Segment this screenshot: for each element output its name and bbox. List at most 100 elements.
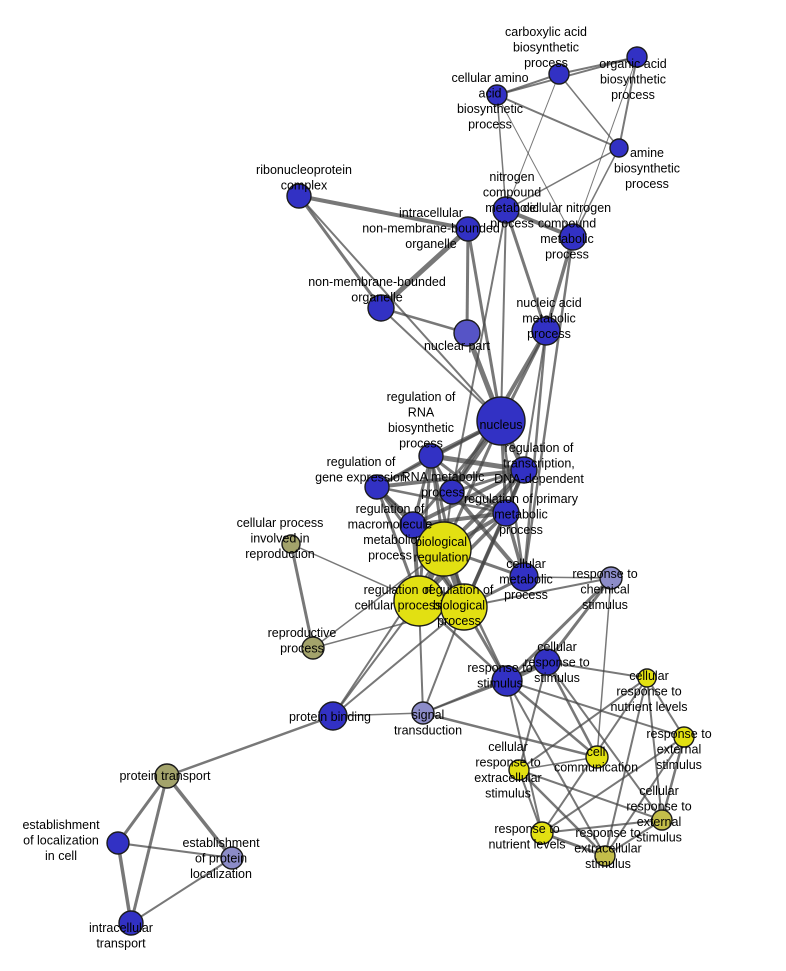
- node-org[interactable]: [626, 46, 648, 68]
- node-pbind[interactable]: [318, 701, 348, 731]
- node-reggene[interactable]: [364, 474, 390, 500]
- edge-rstim-rnl: [506, 680, 543, 834]
- node-regbio[interactable]: [440, 583, 488, 631]
- edge-amine-nitro: [505, 147, 620, 211]
- edge-crexc-ccomm: [518, 756, 598, 771]
- edge-elc-epl: [117, 842, 233, 859]
- edge-pbind-ptrans: [166, 714, 334, 778]
- node-ptrans[interactable]: [154, 763, 180, 789]
- node-crnl[interactable]: [637, 668, 657, 688]
- edge-regrna-regtx: [430, 453, 525, 473]
- edge-org-amine: [618, 56, 638, 149]
- node-rnp[interactable]: [286, 183, 312, 209]
- edge-elc-itrans: [116, 842, 133, 924]
- node-cnitro[interactable]: [559, 223, 587, 251]
- edge-respchem-regbio: [463, 577, 612, 608]
- node-nacid[interactable]: [531, 316, 561, 346]
- node-regtx[interactable]: [510, 456, 538, 484]
- node-amine[interactable]: [609, 138, 629, 158]
- node-regrna[interactable]: [418, 443, 444, 469]
- edge-crnl-crexc: [518, 677, 648, 771]
- node-elc[interactable]: [106, 831, 130, 855]
- node-npart[interactable]: [453, 319, 481, 347]
- node-nitro[interactable]: [492, 196, 520, 224]
- edge-sigtr-ccomm: [422, 711, 598, 759]
- edge-ptrans-itrans: [129, 775, 169, 924]
- node-ccomm[interactable]: [585, 745, 609, 769]
- node-cpir[interactable]: [281, 534, 301, 554]
- edge-nmb-nucleus: [380, 307, 502, 422]
- edge-crstim-sigtr: [422, 661, 548, 714]
- edge-crexc-rexc: [518, 769, 606, 857]
- node-rstim[interactable]: [491, 665, 523, 697]
- node-repro[interactable]: [301, 636, 325, 660]
- edge-amino-nitro: [496, 94, 507, 211]
- edge-rnamet-cellmet: [450, 490, 526, 579]
- node-amino[interactable]: [486, 84, 508, 106]
- node-regmacro[interactable]: [399, 511, 427, 539]
- edge-rext-crext: [660, 736, 686, 821]
- node-nmb[interactable]: [367, 294, 395, 322]
- node-rexc[interactable]: [594, 845, 616, 867]
- edge-amino-cnitro: [496, 94, 574, 238]
- edge-rext-rexc: [604, 736, 685, 857]
- edge-inmb-npart: [465, 228, 470, 334]
- node-label-npart: nuclear part: [424, 339, 491, 353]
- node-rnl[interactable]: [530, 821, 554, 845]
- node-respchem[interactable]: [599, 566, 623, 590]
- edge-rnp-nucleus: [298, 195, 502, 422]
- node-cellmet[interactable]: [509, 562, 539, 592]
- node-crstim[interactable]: [533, 648, 561, 676]
- node-inmb[interactable]: [455, 216, 481, 242]
- edge-amine-cnitro: [572, 147, 620, 238]
- edge-nitro-nacid: [504, 209, 548, 332]
- node-rext[interactable]: [673, 726, 695, 748]
- node-regprim[interactable]: [492, 499, 520, 527]
- node-sigtr[interactable]: [411, 701, 435, 725]
- edge-respchem-rstim: [505, 576, 613, 683]
- edge-nitro-nucleus: [500, 209, 507, 422]
- node-carb[interactable]: [548, 63, 570, 85]
- node-itrans[interactable]: [118, 910, 144, 936]
- node-nucleus[interactable]: [476, 396, 526, 446]
- edge-regtx-reggene: [376, 468, 525, 489]
- node-bioreg[interactable]: [416, 521, 472, 577]
- edge-nmb-npart: [380, 306, 468, 335]
- node-rnamet[interactable]: [439, 479, 465, 505]
- node-crext[interactable]: [651, 809, 673, 831]
- node-crexc[interactable]: [508, 759, 530, 781]
- edge-ptrans-elc: [116, 775, 169, 844]
- edge-cpir-repro: [289, 543, 315, 649]
- edge-crstim-crnl: [546, 661, 648, 679]
- node-label-pbind: protein binding: [289, 710, 371, 724]
- node-epl[interactable]: [220, 846, 244, 870]
- edge-crexc-crext: [518, 769, 663, 821]
- edge-ptrans-epl: [165, 774, 234, 860]
- edge-rnp-nmb: [297, 195, 383, 309]
- edge-regrna-regprim: [430, 454, 507, 515]
